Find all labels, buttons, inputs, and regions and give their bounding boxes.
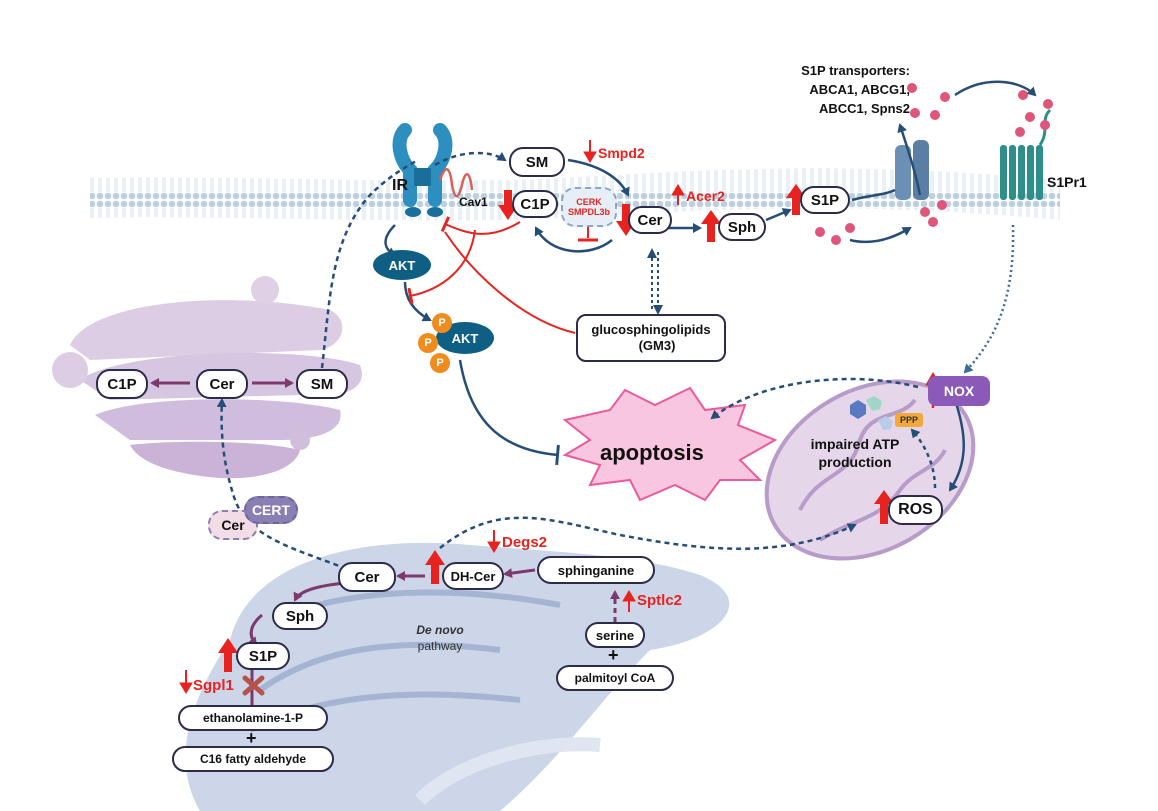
- ethanolamine-1-p-node: ethanolamine-1-P: [178, 705, 328, 731]
- degs2-label: Degs2: [502, 534, 548, 551]
- er-s1p-node: S1P: [236, 642, 290, 670]
- membrane-sph-node: Sph: [718, 213, 766, 241]
- membrane-c1p-node: C1P: [512, 190, 558, 218]
- de-novo-pathway-label: De novo pathway: [400, 622, 480, 654]
- sgpl1-label: Sgpl1: [193, 677, 234, 694]
- insulin-receptor: [392, 123, 453, 217]
- impaired-atp-line-1: impaired ATP: [810, 436, 900, 452]
- cert-node: CERT: [244, 496, 298, 524]
- er-cer-node: Cer: [338, 562, 396, 592]
- s1p-transporters-label: S1P transporters: ABCA1, ABCG1, ABCC1, S…: [760, 61, 910, 118]
- s1pr1-label: S1Pr1: [1047, 174, 1087, 190]
- cav1-label: Cav1: [459, 195, 488, 209]
- cerk-label: CERK: [576, 197, 602, 207]
- c16-fatty-aldehyde-node: C16 fatty aldehyde: [172, 746, 334, 772]
- ros-node: ROS: [888, 495, 943, 525]
- s1p-transporters-line-1: S1P transporters:: [801, 63, 910, 78]
- membrane-cer-node: Cer: [628, 206, 672, 234]
- apoptosis-label: apoptosis: [600, 440, 704, 465]
- s1p-molecules: [815, 83, 1053, 245]
- gm3-label: (GM3): [638, 338, 676, 353]
- pathway-label: pathway: [417, 639, 463, 653]
- cerk-smpdl3b-box: CERK SMPDL3b: [561, 187, 617, 227]
- s1pr1-receptor: [1000, 108, 1052, 200]
- ir-label: IR: [392, 177, 408, 194]
- phospho-p-1: P: [432, 313, 452, 333]
- smpd2-label: Smpd2: [598, 145, 645, 161]
- caveolin-1: [438, 168, 474, 198]
- golgi-cer-node: Cer: [196, 369, 248, 399]
- phospho-p-2: P: [418, 333, 438, 353]
- membrane-s1p-node: S1P: [800, 186, 850, 214]
- sptlc2-label: Sptlc2: [637, 592, 683, 609]
- de-novo-label: De novo: [416, 623, 464, 637]
- glucosphingolipids-label: glucosphingolipids: [591, 322, 711, 337]
- s1p-transporters-line-3: ABCC1, Spns2: [818, 101, 910, 116]
- er-plus-1: +: [608, 645, 619, 665]
- acer2-label: Acer2: [686, 188, 725, 204]
- serine-node: serine: [585, 622, 645, 648]
- golgi-sm-node: SM: [296, 369, 348, 399]
- apoptosis-burst: [562, 386, 778, 502]
- membrane-sm-node: SM: [509, 147, 565, 177]
- impaired-atp-label: impaired ATP production: [795, 435, 915, 471]
- phospho-p-3: P: [430, 353, 450, 373]
- ppp-tag: PPP: [895, 413, 923, 427]
- impaired-atp-line-2: production: [818, 454, 892, 470]
- glucosphingolipids-node: glucosphingolipids (GM3): [576, 314, 726, 362]
- er-plus-2: +: [246, 728, 257, 748]
- palmitoyl-coa-node: palmitoyl CoA: [556, 665, 674, 691]
- akt-node: AKT: [373, 250, 431, 280]
- sgpl1-block-mark: [242, 675, 265, 696]
- dh-cer-node: DH-Cer: [442, 562, 504, 590]
- smpdl3b-label: SMPDL3b: [567, 207, 610, 217]
- golgi-c1p-node: C1P: [96, 369, 148, 399]
- nox-node: NOX: [928, 376, 990, 406]
- sphinganine-node: sphinganine: [537, 556, 655, 584]
- er-sph-node: Sph: [272, 602, 328, 630]
- s1p-transporters-line-2: ABCA1, ABCG1,: [809, 82, 910, 97]
- ppp-molecules: [850, 396, 893, 430]
